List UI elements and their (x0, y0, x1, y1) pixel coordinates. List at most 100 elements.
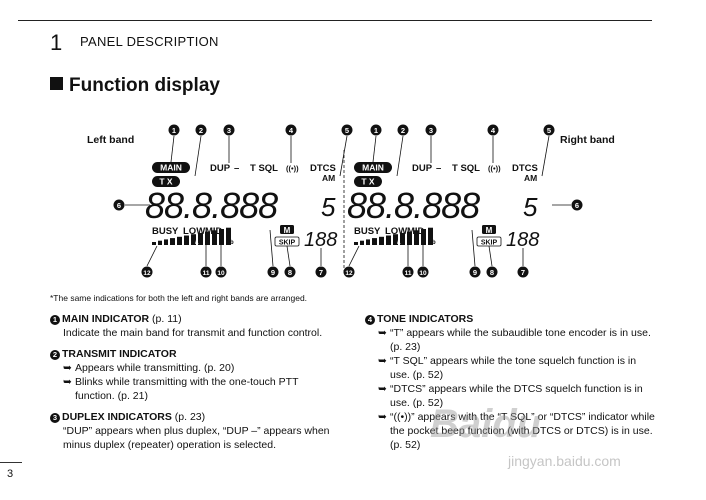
leader-line (471, 229, 476, 267)
frequency-digits: 88.8.888 (145, 185, 278, 226)
s-meter-label-a: a (397, 240, 401, 246)
callout-number: 4 (289, 126, 294, 135)
low-indicator: LOW (385, 226, 407, 237)
leader-line (396, 135, 404, 177)
s-meter-segment (184, 235, 189, 245)
callout-number: 8 (490, 268, 494, 277)
callout-number: 4 (491, 126, 496, 135)
callout-number: 5 (547, 126, 551, 135)
item-number: 2 (50, 350, 60, 360)
callout-badge (200, 266, 212, 278)
callout-number: 9 (271, 268, 275, 277)
memory-indicator: M (284, 226, 291, 235)
s-meter-segment (226, 227, 231, 245)
frequency-digits: 88.8.888 (347, 185, 480, 226)
item-title: TRANSMIT INDICATOR (62, 348, 177, 360)
s-meter-segment (379, 236, 384, 245)
s-meter-segment (177, 236, 182, 245)
s-meter-label-b: b (230, 240, 234, 246)
s-meter-segment (158, 240, 162, 245)
callout-number: 5 (345, 126, 349, 135)
callout-number: 12 (143, 270, 151, 277)
memory-indicator-bg (482, 225, 496, 234)
callout-badge (469, 266, 481, 278)
arrow-icon: ➥ (63, 376, 72, 388)
frequency-suffix: 5 (321, 192, 336, 222)
s-meter-segment (366, 239, 370, 245)
leader-line (146, 245, 158, 267)
s-meter-segment (170, 238, 175, 245)
item-number: 1 (50, 315, 60, 325)
callout-badge (370, 124, 382, 136)
leader-line (348, 245, 360, 267)
beep-indicator: ((•)) (286, 164, 299, 173)
s-meter-segment (407, 231, 412, 245)
callout-number: 9 (473, 268, 477, 277)
callout-badge (341, 124, 353, 136)
callout-badge (487, 124, 499, 136)
busy-indicator: BUSY (152, 226, 179, 237)
arrow-icon: ➥ (378, 383, 387, 395)
callout-number: 7 (521, 268, 525, 277)
main-indicator: MAIN (160, 163, 182, 173)
item-title: TONE INDICATORS (377, 313, 474, 325)
callout-badge (215, 266, 227, 278)
dtcs-indicator: DTCS (310, 163, 336, 174)
dup-indicator: DUP (210, 163, 231, 174)
callout-number: 3 (429, 126, 433, 135)
right-band-label: Right band (560, 134, 615, 146)
item-page: (p. 23) (171, 411, 206, 423)
tx-indicator: T X (361, 177, 375, 187)
page-number: 3 (7, 468, 14, 480)
item-bullet: ➥“T” appears while the subaudible tone e… (378, 327, 651, 353)
callout-badge (425, 124, 437, 136)
leader-line (286, 245, 291, 267)
tx-indicator-bg (152, 176, 180, 187)
header-rule (18, 20, 652, 21)
item-bullet: ➥“T SQL” appears while the tone squelch … (378, 355, 637, 381)
memory-indicator-bg (280, 225, 294, 234)
callout-badge (343, 266, 355, 278)
s-meter-segment (421, 229, 426, 245)
s-meter-segment (164, 239, 168, 245)
item-number: 4 (365, 315, 375, 325)
s-meter-segment (219, 229, 224, 245)
main-indicator-bg (152, 162, 190, 173)
page-number-rule (0, 462, 22, 463)
item-bullet: ➥Blinks while transmitting with the one-… (63, 376, 299, 402)
dup-minus-indicator: – (234, 163, 239, 174)
callout-number: 10 (419, 270, 427, 277)
watermark-logo: Baidu (430, 402, 542, 446)
callout-badge (168, 124, 180, 136)
leader-line (372, 135, 377, 163)
item-bullet: ➥“DTCS” appears while the DTCS squelch f… (378, 383, 643, 409)
am-indicator: AM (322, 173, 335, 183)
callout-badge (113, 199, 125, 211)
callout-number: 3 (227, 126, 231, 135)
chapter-title: PANEL DESCRIPTION (80, 34, 219, 49)
tx-indicator-bg (354, 176, 382, 187)
dup-indicator: DUP (412, 163, 433, 174)
leader-line (541, 135, 550, 177)
skip-indicator: SKIP (481, 240, 498, 247)
arrow-icon: ➥ (63, 362, 72, 374)
section-title-text: Function display (69, 75, 220, 96)
tsql-indicator: T SQL (250, 163, 278, 174)
item-bullet: ➥Appears while transmitting. (p. 20) (63, 362, 235, 374)
callout-badge (571, 199, 583, 211)
callout-badge (284, 266, 296, 278)
callout-number: 2 (401, 126, 405, 135)
s-meter-segment (414, 230, 419, 245)
busy-indicator: BUSY (354, 226, 381, 237)
s-meter-segment (198, 232, 203, 245)
callout-number: 12 (345, 270, 353, 277)
s-meter-segment (205, 231, 210, 245)
footnote: *The same indications for both the left … (50, 293, 308, 303)
section-title: Function display (50, 75, 220, 97)
callout-badge (397, 124, 409, 136)
dup-minus-indicator: – (436, 163, 441, 174)
